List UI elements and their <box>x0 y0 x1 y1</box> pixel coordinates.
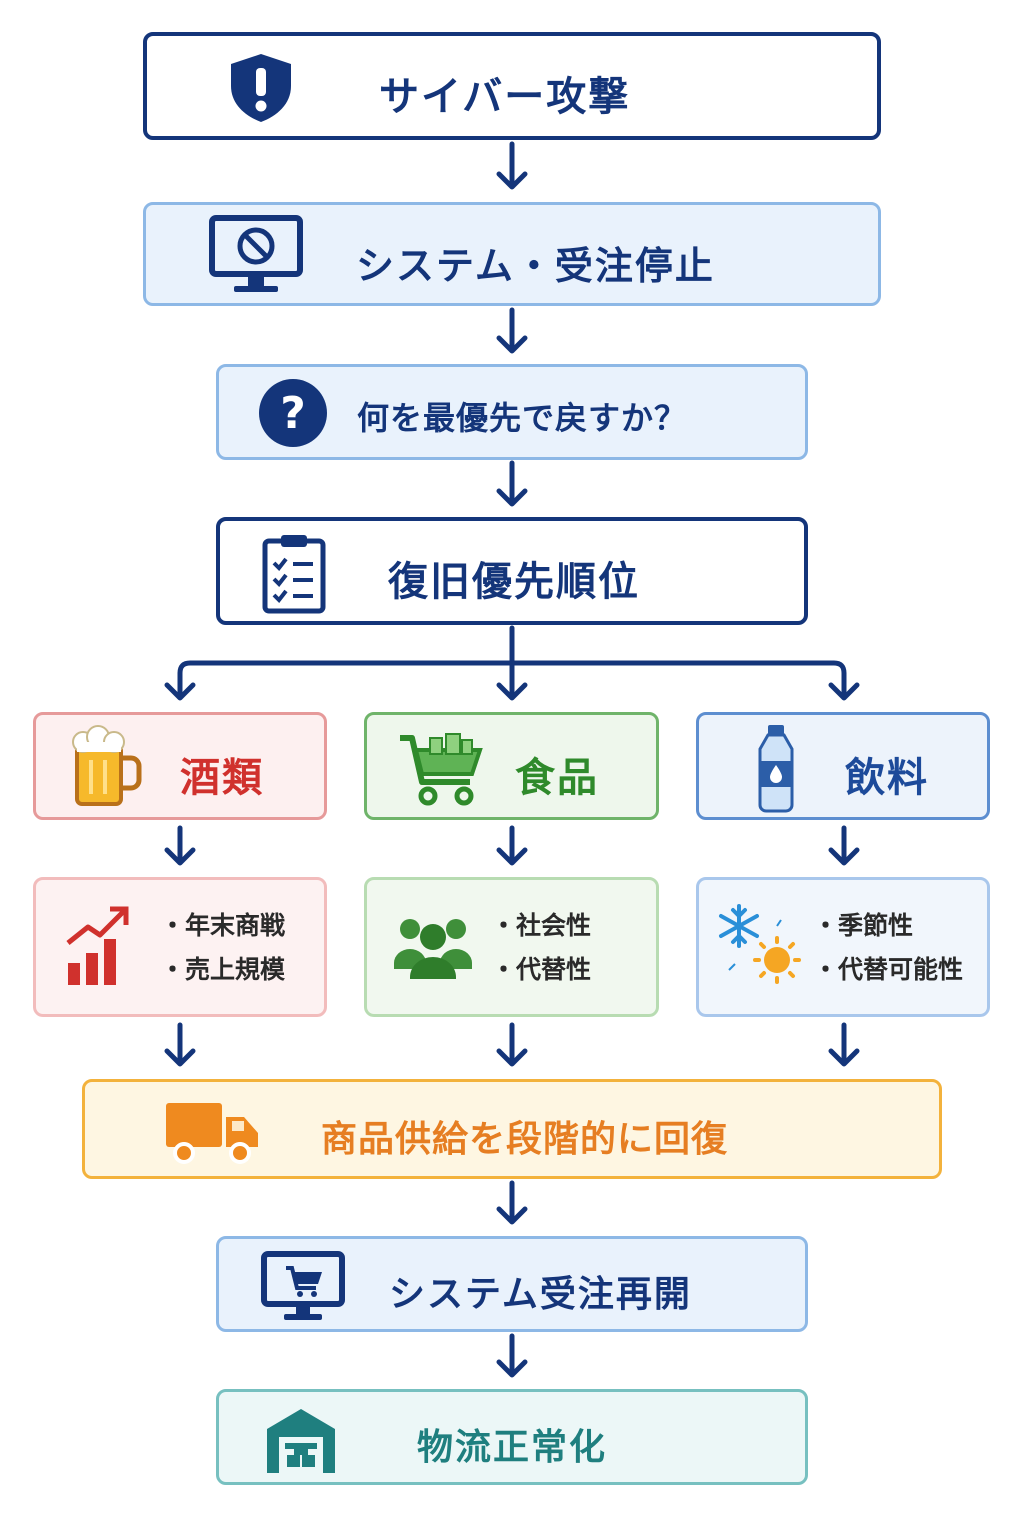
people-icon <box>391 908 475 984</box>
cyber-attack-label: サイバー攻撃 <box>379 74 631 120</box>
checklist-icon <box>258 531 330 615</box>
category-food-box: 食品 <box>364 712 659 820</box>
alcohol-title: 酒類 <box>180 755 264 801</box>
shopping-cart-icon <box>395 725 487 811</box>
growth-chart-icon <box>62 902 134 990</box>
snowflake-sun-icon <box>715 902 811 992</box>
system-stop-box: システム・受注停止 <box>143 202 881 306</box>
warehouse-icon <box>263 1404 339 1476</box>
question-box: ? 何を最優先で戻すか？ <box>216 364 808 460</box>
question-icon: ? <box>257 379 329 447</box>
food-points: 社会性 代替性 <box>491 904 591 992</box>
drink-detail-box: 季節性 代替可能性 <box>696 877 990 1017</box>
recovery-priority-label: 復旧優先順位 <box>388 559 640 605</box>
drink-point-2: 代替可能性 <box>813 948 963 992</box>
supply-recovery-box: 商品供給を段階的に回復 <box>82 1079 942 1179</box>
food-title: 食品 <box>515 755 599 801</box>
question-label: 何を最優先で戻すか？ <box>357 399 688 437</box>
shield-alert-icon <box>223 54 299 122</box>
alcohol-detail-box: 年末商戦 売上規模 <box>33 877 327 1017</box>
system-stop-label: システム・受注停止 <box>356 244 715 288</box>
monitor-cart-icon <box>259 1249 347 1325</box>
food-point-1: 社会性 <box>491 904 591 948</box>
alcohol-point-2: 売上規模 <box>160 948 285 992</box>
truck-icon <box>163 1098 263 1166</box>
drink-points: 季節性 代替可能性 <box>813 904 963 992</box>
water-bottle-icon <box>751 723 801 813</box>
alcohol-point-1: 年末商戦 <box>160 904 285 948</box>
food-point-2: 代替性 <box>491 948 591 992</box>
svg-text:?: ? <box>280 388 306 439</box>
supply-recovery-label: 商品供給を段階的に回復 <box>321 1119 729 1160</box>
category-drink-box: 飲料 <box>696 712 990 820</box>
logistics-normal-label: 物流正常化 <box>417 1427 608 1468</box>
order-restart-box: システム受注再開 <box>216 1236 808 1332</box>
alcohol-points: 年末商戦 売上規模 <box>160 904 285 992</box>
drink-point-1: 季節性 <box>813 904 963 948</box>
recovery-priority-box: 復旧優先順位 <box>216 517 808 625</box>
logistics-normal-box: 物流正常化 <box>216 1389 808 1485</box>
category-alcohol-box: 酒類 <box>33 712 327 820</box>
monitor-blocked-icon <box>206 215 306 295</box>
food-detail-box: 社会性 代替性 <box>364 877 659 1017</box>
beer-mug-icon <box>66 723 146 811</box>
order-restart-label: システム受注再開 <box>389 1274 692 1315</box>
drink-title: 飲料 <box>845 755 929 801</box>
cyber-attack-box: サイバー攻撃 <box>143 32 881 140</box>
